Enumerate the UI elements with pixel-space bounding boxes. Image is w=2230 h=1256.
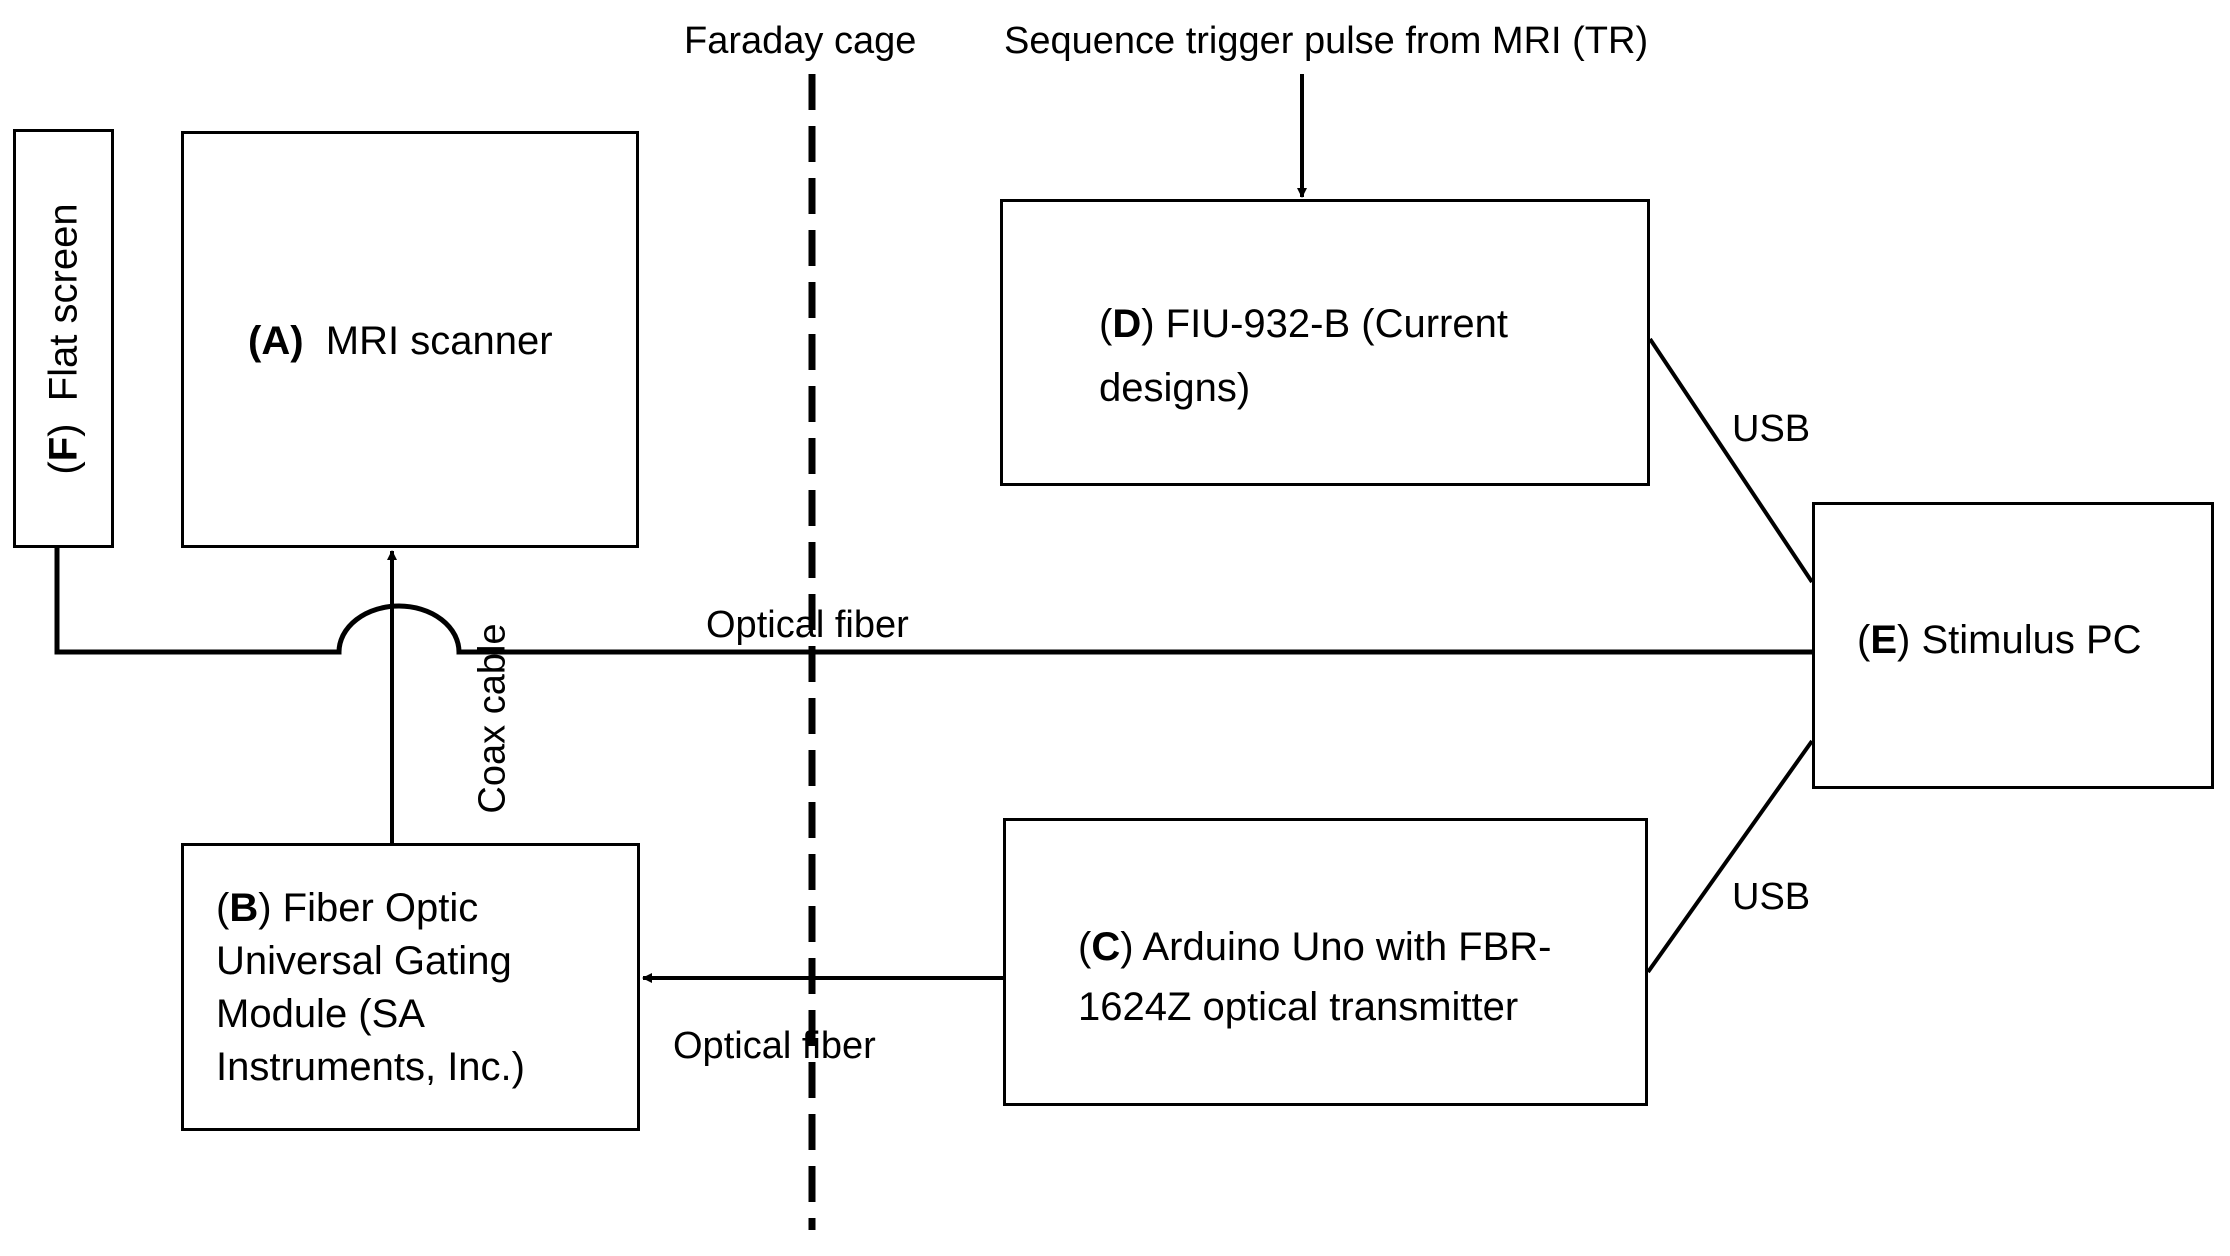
optical-fiber-label-bottom: Optical fiber bbox=[673, 1025, 876, 1067]
box-text: MRI scanner bbox=[325, 319, 553, 363]
usb-label-top: USB bbox=[1732, 408, 1811, 450]
arduino-label: (C) Arduino Uno with FBR-1624Z optical t… bbox=[1078, 925, 1552, 1029]
optical-fiber-line-top bbox=[54, 548, 1812, 655]
box-text: Arduino Uno with FBR-1624Z optical trans… bbox=[1078, 925, 1552, 1029]
flat-screen-box: (F) Flat screen bbox=[13, 129, 114, 548]
mri-scanner-box: (A) MRI scanner bbox=[181, 131, 639, 548]
gating-module-label: (B) Fiber Optic Universal Gating Module … bbox=[216, 886, 525, 1089]
coax-cable-label: Coax cable bbox=[471, 623, 514, 814]
mri-scanner-label: (A) MRI scanner bbox=[248, 319, 553, 363]
optical-fiber-label-top: Optical fiber bbox=[706, 604, 909, 646]
stimulus-pc-box: (E) Stimulus PC bbox=[1812, 502, 2214, 789]
usb-line-top bbox=[1648, 337, 1814, 584]
box-text: Flat screen bbox=[41, 202, 85, 401]
usb-line-bottom bbox=[1646, 739, 1814, 974]
gating-module-box: (B) Fiber Optic Universal Gating Module … bbox=[181, 843, 640, 1131]
fiu-label: (D) FIU-932-B (Current designs) bbox=[1099, 302, 1508, 410]
box-text: Fiber Optic Universal Gating Module (SA … bbox=[216, 886, 525, 1089]
box-text: Stimulus PC bbox=[1921, 618, 2142, 662]
box-letter: B bbox=[229, 886, 259, 930]
box-letter: D bbox=[1112, 302, 1142, 346]
trigger-label: Sequence trigger pulse from MRI (TR) bbox=[1004, 20, 1649, 62]
box-text: FIU-932-B (Current designs) bbox=[1099, 302, 1508, 410]
fiu-932-b-box: (D) FIU-932-B (Current designs) bbox=[1000, 199, 1650, 486]
arduino-box: (C) Arduino Uno with FBR-1624Z optical t… bbox=[1003, 818, 1648, 1106]
box-letter: A bbox=[261, 319, 291, 363]
box-letter: F bbox=[41, 436, 85, 461]
stimulus-pc-label: (E) Stimulus PC bbox=[1857, 618, 2142, 662]
usb-label-bottom: USB bbox=[1732, 876, 1811, 918]
box-letter: C bbox=[1091, 925, 1121, 969]
box-letter: E bbox=[1870, 618, 1898, 662]
faraday-cage-label: Faraday cage bbox=[684, 20, 917, 62]
flat-screen-label: (F) Flat screen bbox=[41, 202, 85, 475]
